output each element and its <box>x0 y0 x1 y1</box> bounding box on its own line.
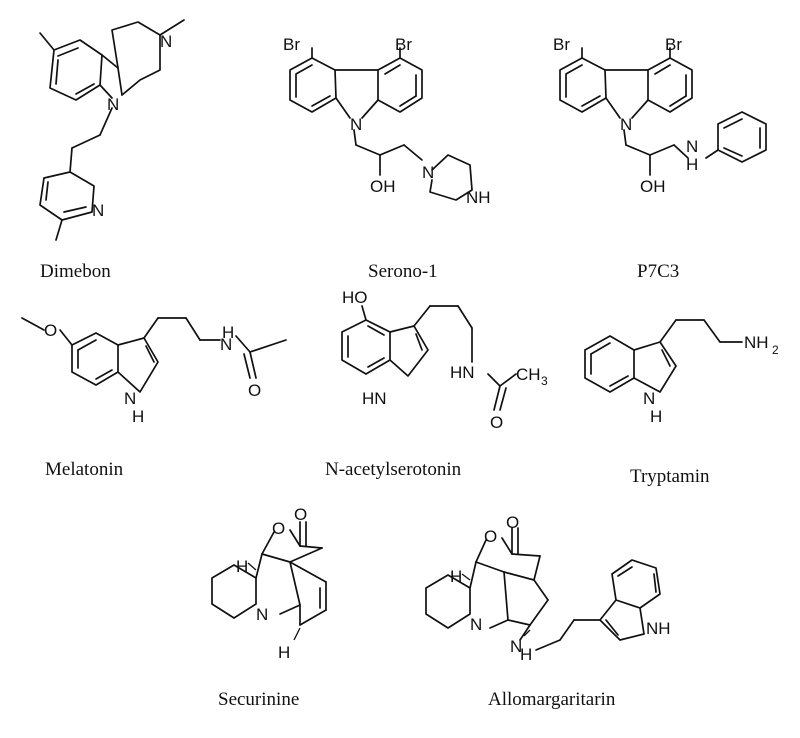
atom-label: N <box>686 137 698 156</box>
atom-subscript: 2 <box>772 343 779 357</box>
atom-label: Br <box>395 35 412 54</box>
atom-label: Br <box>553 35 570 54</box>
atom-label: NH <box>744 333 769 352</box>
atom-label: N <box>92 201 104 220</box>
atom-label: O <box>272 519 285 538</box>
atom-label: N <box>620 115 632 134</box>
molecule-p7c3: Br Br N OH H N <box>553 35 767 196</box>
molecule-n-acetylserotonin: HO HN HN CH 3 O <box>341 288 548 432</box>
molecule-securinine: O O H N H <box>211 505 327 662</box>
atom-label: N <box>470 615 482 634</box>
atom-label: OH <box>640 177 666 196</box>
atom-label: O <box>484 527 497 546</box>
atom-label: O <box>44 321 57 340</box>
atom-label: HO <box>342 288 368 307</box>
atom-label: N <box>160 32 172 51</box>
atom-label: N <box>107 95 119 114</box>
atom-label: OH <box>370 177 396 196</box>
caption-p7c3: P7C3 <box>637 261 679 282</box>
atom-label: NH <box>646 619 671 638</box>
molecule-allomargaritarin: O O H N H N NH <box>425 513 671 664</box>
atom-label: O <box>294 505 307 524</box>
atom-label: HN <box>450 363 475 382</box>
caption-allomargaritarin: Allomargaritarin <box>488 689 616 710</box>
molecule-serono-1: Br Br N OH N NH <box>283 35 491 207</box>
atom-label: N <box>124 389 136 408</box>
caption-dimebon: Dimebon <box>40 261 111 282</box>
atom-label: O <box>248 381 261 400</box>
atom-label: H <box>686 155 698 174</box>
atom-label: N <box>643 389 655 408</box>
atom-label: NH <box>466 188 491 207</box>
atom-label: H <box>132 407 144 426</box>
atom-label: N <box>256 605 268 624</box>
atom-label: O <box>490 413 503 432</box>
atom-label: H <box>450 567 462 586</box>
atom-label: HN <box>362 389 387 408</box>
caption-serono-1: Serono-1 <box>368 261 438 282</box>
caption-tryptamin: Tryptamin <box>630 466 710 487</box>
atom-label: CH <box>516 365 541 384</box>
molecule-dimebon: N N N <box>39 19 185 241</box>
molecule-melatonin: O H N N H O <box>21 317 287 426</box>
atom-label: N <box>422 163 434 182</box>
caption-securinine: Securinine <box>218 689 299 710</box>
atom-subscript: 3 <box>541 374 548 388</box>
atom-label: N <box>220 335 232 354</box>
atom-label: O <box>506 513 519 532</box>
atom-label: H <box>278 643 290 662</box>
atom-label: N <box>510 637 522 656</box>
atom-label: H <box>650 407 662 426</box>
atom-label: Br <box>665 35 682 54</box>
atom-label: Br <box>283 35 300 54</box>
atom-label: H <box>222 323 234 342</box>
caption-n-acetylserotonin: N-acetylserotonin <box>325 459 462 480</box>
molecule-tryptamin: N H NH 2 <box>584 319 779 426</box>
atom-label: H <box>236 557 248 576</box>
atom-label: N <box>350 115 362 134</box>
caption-melatonin: Melatonin <box>45 459 124 480</box>
atom-label: H <box>520 645 532 664</box>
